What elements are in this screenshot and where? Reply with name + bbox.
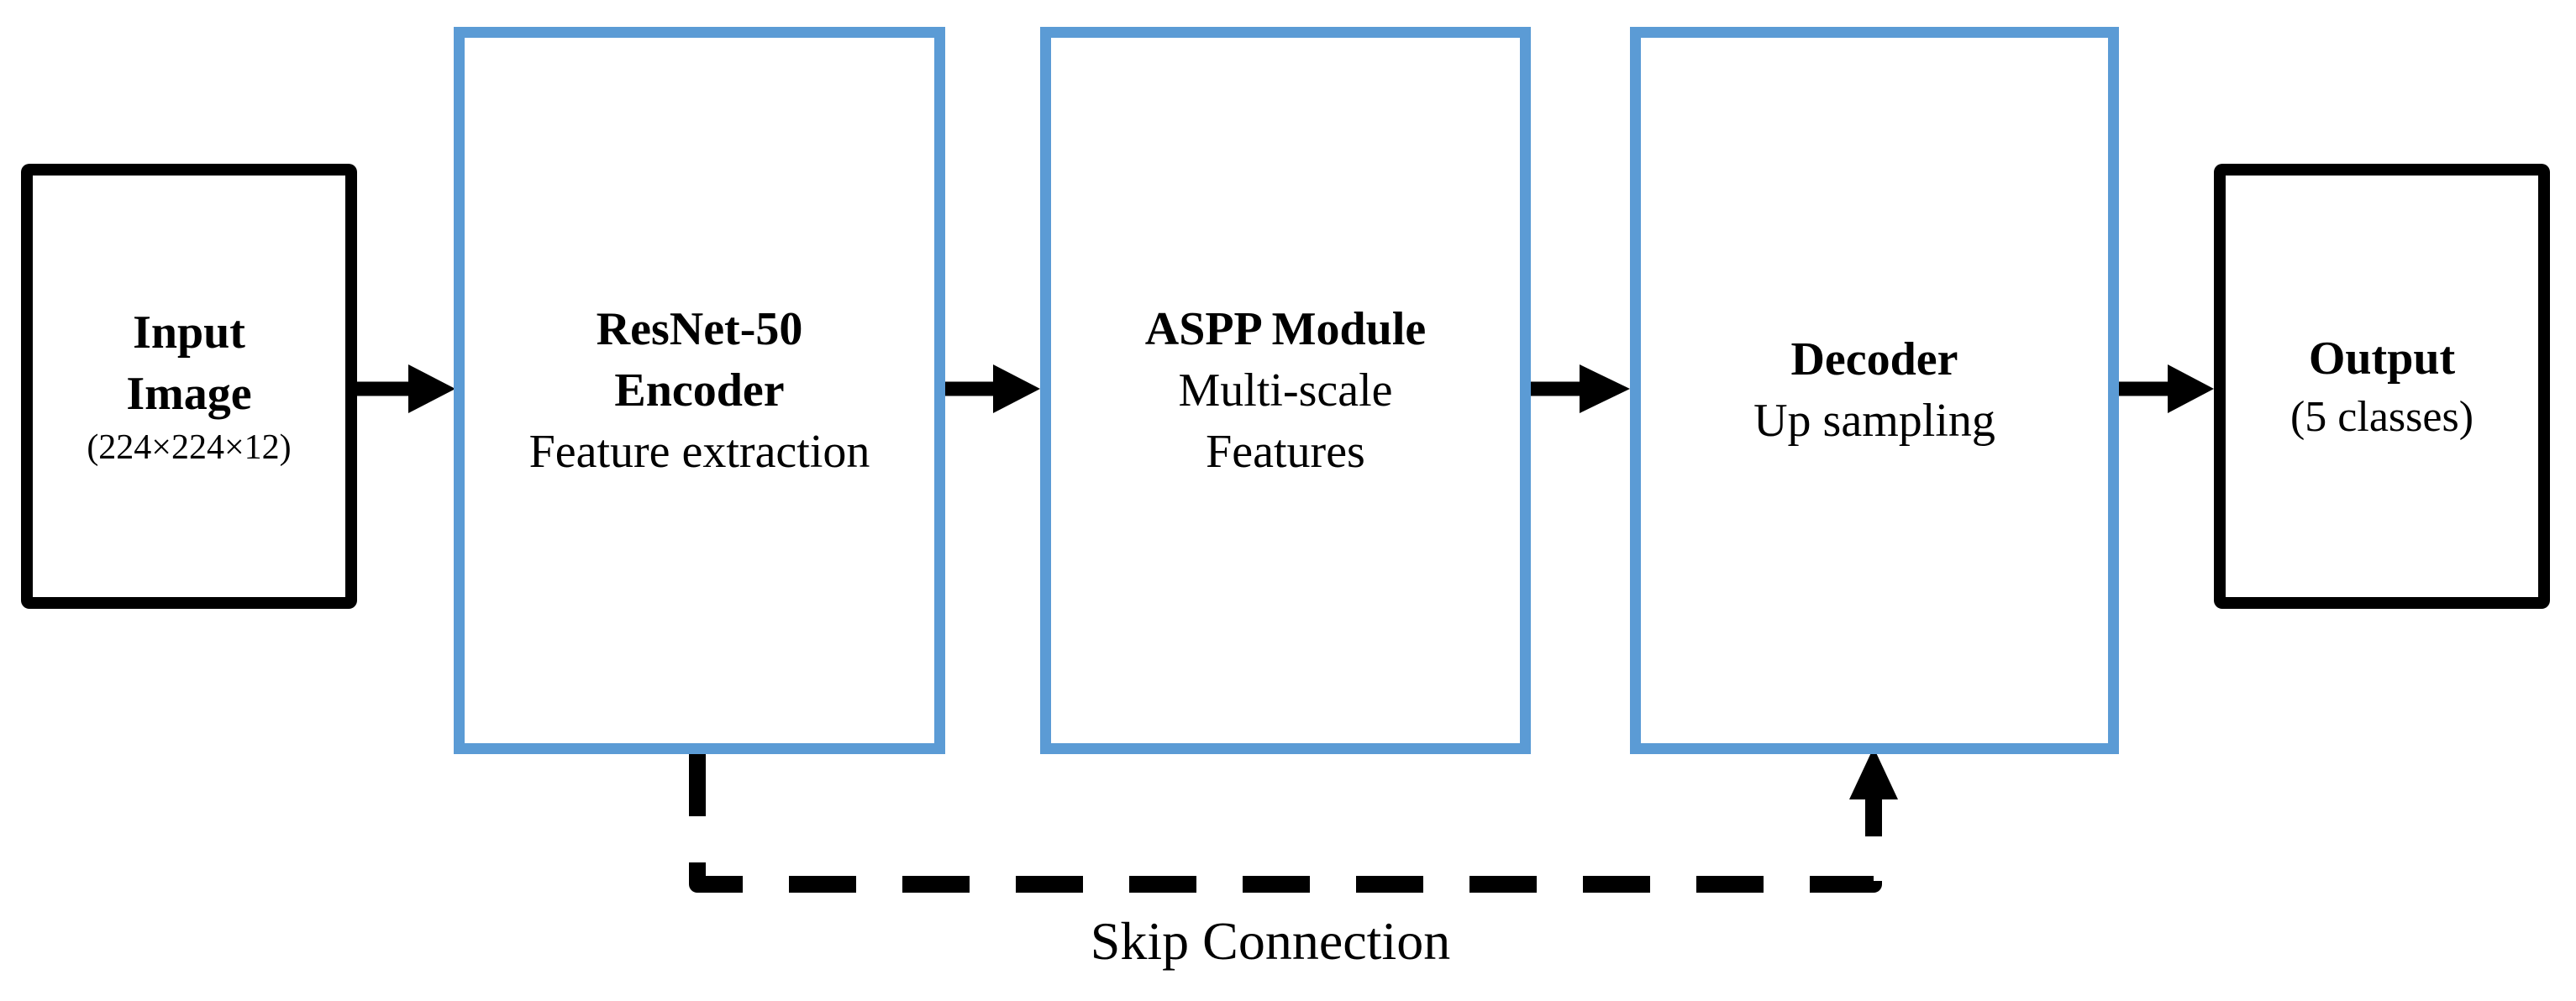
arrow-encoder-to-aspp <box>945 364 1040 413</box>
skip-connection-dashed-line <box>689 749 1882 893</box>
arrow-head <box>408 364 455 413</box>
block-subtitle-line: Feature extraction <box>528 425 870 478</box>
block-title-line: Input <box>133 307 245 359</box>
resnet50-encoder-block: ResNet-50 Encoder Feature extraction <box>454 27 945 754</box>
block-subtitle-line: (224×224×12) <box>87 428 292 467</box>
block-title-line: Decoder <box>1790 333 1958 385</box>
skip-connection-label: Skip Connection <box>1090 911 1451 971</box>
decoder-block: Decoder Up sampling <box>1630 27 2119 754</box>
output-block: Output (5 classes) <box>2214 164 2550 609</box>
arrow-head <box>993 364 1040 413</box>
block-subtitle-line: (5 classes) <box>2289 392 2474 441</box>
block-title-line: ASPP Module <box>1144 302 1427 355</box>
block-title-line: ResNet-50 <box>596 302 803 355</box>
arrow-aspp-to-decoder <box>1531 364 1630 413</box>
input-image-block: Input Image (224×224×12) <box>21 164 357 609</box>
block-subtitle-line: Up sampling <box>1753 395 1995 447</box>
block-subtitle-line: Multi-scale <box>1178 364 1393 417</box>
arrow-head <box>1580 364 1630 413</box>
block-title-line: Output <box>2308 332 2456 385</box>
block-subtitle-line: Features <box>1206 425 1365 478</box>
arrow-head <box>2168 364 2214 413</box>
skip-connection-arrow <box>1849 747 1898 836</box>
arrow-input-to-encoder <box>357 364 455 413</box>
arrow-head <box>1849 747 1898 799</box>
aspp-module-block: ASPP Module Multi-scale Features <box>1040 27 1531 754</box>
arrow-decoder-to-output <box>2119 364 2214 413</box>
block-title-line: Encoder <box>614 364 785 417</box>
block-title-line: Image <box>126 368 252 420</box>
